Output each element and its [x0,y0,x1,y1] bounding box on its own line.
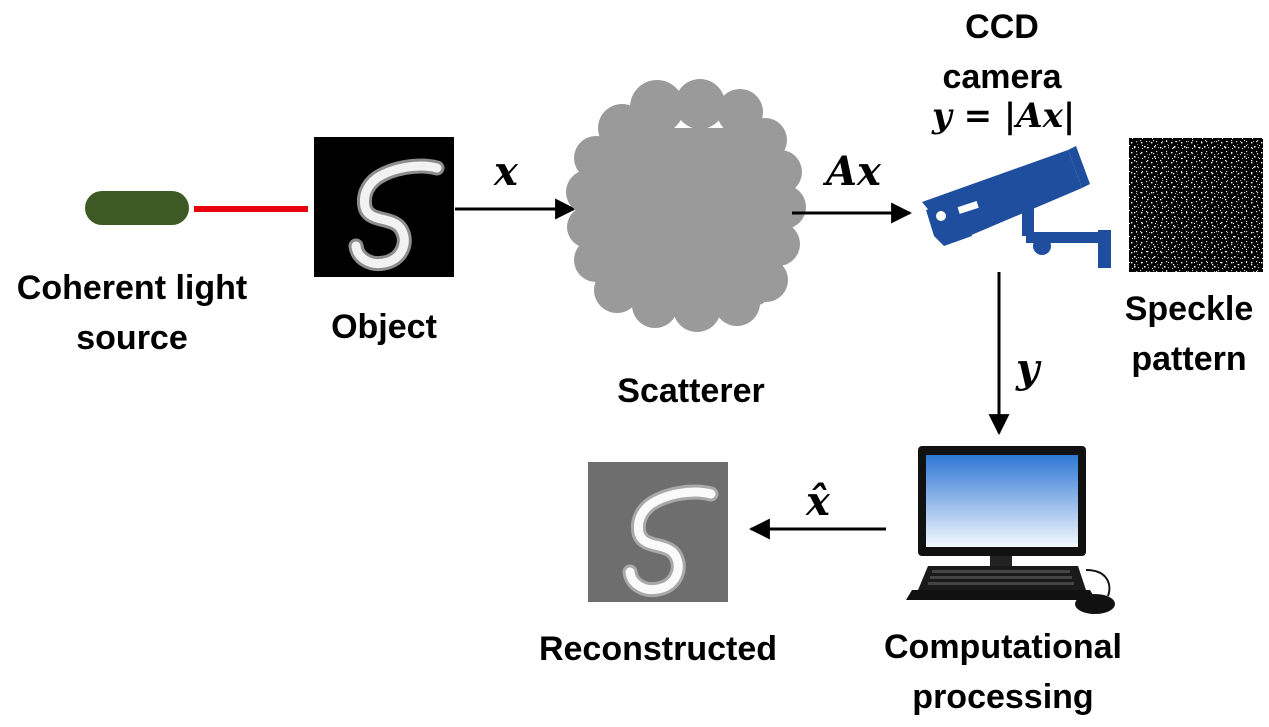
light-source-label-line1: Coherent light [16,269,248,307]
camera-label: CCD camera [920,4,1084,100]
measurement-math: y [1016,345,1040,392]
scatterer-label: Scatterer [617,372,765,410]
camera-label-line1: CCD [965,8,1039,46]
cctv-camera-icon [922,146,1111,268]
computational-label-line1: Computational [884,628,1122,666]
computational-label-line2: processing [912,678,1094,716]
laser-icon [85,191,189,225]
camera-label-line2: camera [942,58,1062,96]
speckle-label-line2: pattern [1131,340,1247,378]
reconstructed-image [588,462,728,602]
speckle-pattern-image [1129,138,1263,272]
object-image [314,137,454,277]
speckle-label-line1: Speckle [1124,290,1254,328]
cloud-icon [566,79,806,332]
object-signal-math: x [494,148,518,195]
light-source-label: Coherent light source [0,265,264,361]
desktop-computer-icon [906,446,1115,614]
estimate-math: x̂ [806,478,830,525]
speckle-label: Speckle pattern [1112,286,1266,382]
object-label: Object [331,308,437,346]
computational-label: Computational processing [858,624,1148,720]
light-source-label-line2: source [76,319,188,357]
camera-equation-math: y = |Ax| [932,96,1076,136]
scattered-field-math: Ax [826,148,881,195]
reconstructed-label: Reconstructed [538,630,778,668]
